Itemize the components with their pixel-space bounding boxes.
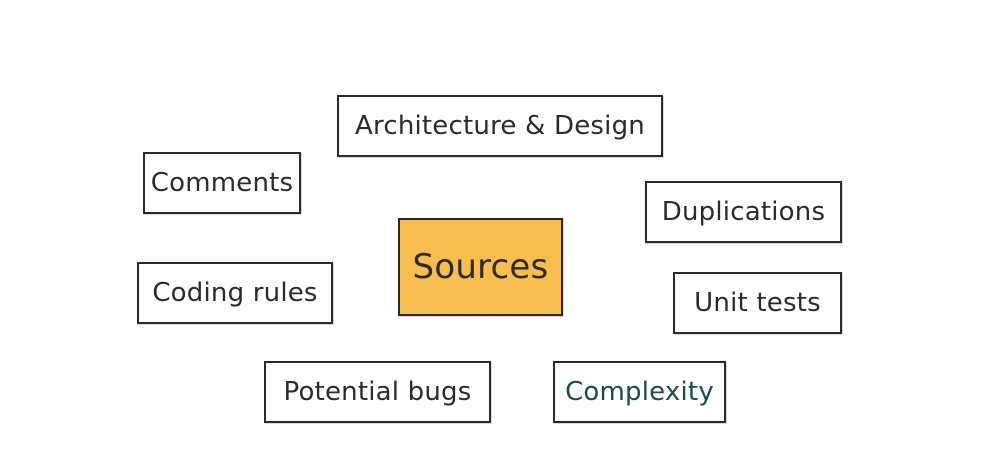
node-duplications-label: Duplications — [661, 197, 826, 227]
node-potential-bugs-label: Potential bugs — [283, 377, 472, 407]
node-coding-rules: Coding rules — [137, 262, 333, 324]
node-coding-rules-label: Coding rules — [152, 278, 318, 308]
node-unit-tests: Unit tests — [673, 272, 842, 334]
node-duplications: Duplications — [645, 181, 842, 243]
node-sources-label: Sources — [412, 247, 549, 287]
node-comments: Comments — [143, 152, 301, 214]
node-architecture-design: Architecture & Design — [337, 95, 663, 157]
node-sources-center: Sources — [398, 218, 563, 316]
node-complexity-label: Complexity — [565, 377, 714, 407]
node-architecture-design-label: Architecture & Design — [355, 111, 645, 141]
node-complexity: Complexity — [553, 361, 726, 423]
node-unit-tests-label: Unit tests — [694, 288, 821, 318]
node-comments-label: Comments — [150, 168, 294, 198]
node-potential-bugs: Potential bugs — [264, 361, 491, 423]
